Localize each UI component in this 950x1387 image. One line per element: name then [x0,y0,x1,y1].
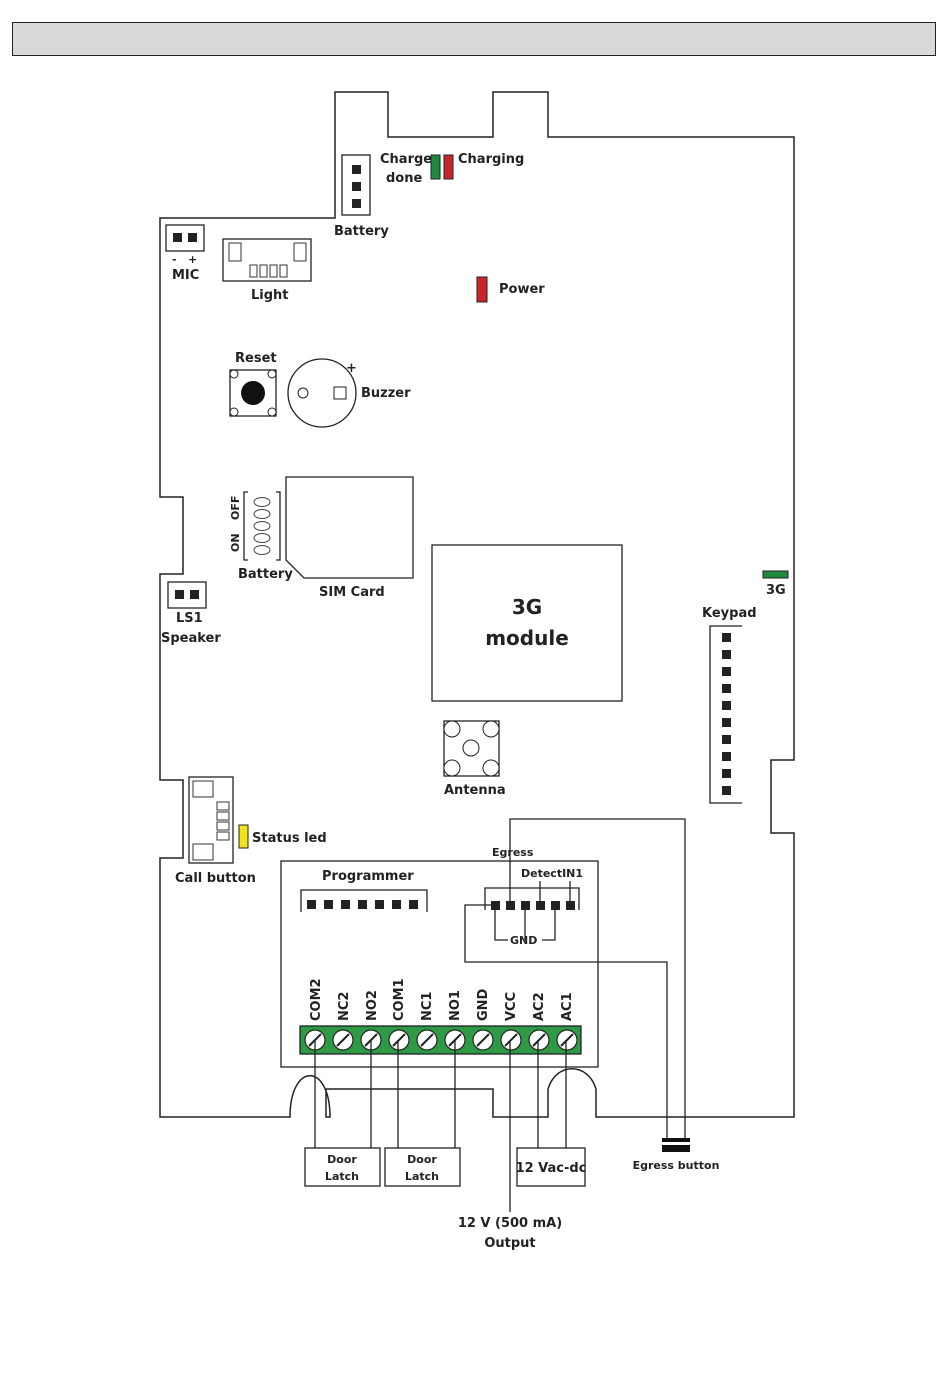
door-latch-1-label-b: Latch [325,1170,359,1183]
gnd-bracket [495,910,555,940]
charge-done-led [431,155,440,179]
call-button-connector [189,777,233,863]
keypad-connector [710,626,742,803]
charge-done-label-2: done [386,171,422,186]
terminal-label: NC2 [337,992,352,1021]
switch-on-label: ON [229,533,242,552]
charging-label: Charging [458,152,524,167]
terminal-label: VCC [504,992,519,1021]
ac-wires [538,1040,566,1148]
latch1-wires [315,1040,371,1148]
status-led-label: Status led [252,831,327,846]
terminal-label: NO1 [448,990,463,1021]
led-3g-label: 3G [766,583,786,598]
reset-label: Reset [235,351,277,366]
light-connector [223,239,311,281]
module-label-1: 3G [512,595,542,619]
power-input-label: 12 Vac-dc [516,1161,587,1176]
door-latch-2-label-b: Latch [405,1170,439,1183]
ls1-label: LS1 [176,611,203,626]
egress-button-bar [662,1138,690,1142]
power-label: Power [499,282,545,297]
charge-done-label-1: Charge [380,152,432,167]
egress-label: Egress [492,846,534,859]
output-label-1: 12 V (500 mA) [458,1216,562,1231]
mic-plus: + [188,253,197,266]
led-3g [763,571,788,578]
gnd-label: GND [510,934,537,947]
latch2-wires [398,1040,455,1148]
reset-button [230,370,276,416]
programmer-label: Programmer [322,869,414,884]
sim-card-label: SIM Card [319,585,385,600]
call-button-label: Call button [175,871,256,886]
battery-connector [342,155,370,215]
battery-switch-label: Battery [238,567,293,582]
terminal-labels: COM2 NC2 NO2 COM1 NC1 NO1 GND VCC AC2 AC… [309,978,575,1021]
module-3g [432,545,622,701]
egress-detect-connector [485,888,579,910]
terminal-label: GND [476,988,491,1021]
door-latch-1-label-a: Door [327,1153,357,1166]
power-led [477,277,487,302]
terminal-label: AC1 [560,992,575,1021]
terminal-label: NC1 [420,992,435,1021]
status-led [239,825,248,848]
light-label: Light [251,288,289,303]
antenna-label: Antenna [444,783,506,798]
keypad-label: Keypad [702,606,757,621]
mic-minus: - [172,253,177,266]
programmer-connector [301,890,427,912]
antenna-connector [444,721,499,776]
terminal-label: COM1 [392,978,407,1021]
speaker-label: Speaker [161,631,221,646]
mic-connector [166,225,204,251]
buzzer-plus: + [346,361,357,376]
sim-card-slot [286,477,413,578]
speaker-connector [168,582,206,608]
door-latch-2-label-a: Door [407,1153,437,1166]
buzzer-label: Buzzer [361,386,411,401]
mic-label: MIC [172,268,199,283]
switch-off-label: OFF [229,496,242,520]
output-label-2: Output [484,1236,535,1251]
detect-in1-label: DetectIN1 [521,867,583,880]
module-label-2: module [485,626,569,650]
egress-button-icon [662,1145,690,1152]
battery-top-label: Battery [334,224,389,239]
charging-led [444,155,453,179]
terminal-label: NO2 [365,990,380,1021]
egress-button-label: Egress button [633,1159,720,1172]
terminal-label: COM2 [309,978,324,1021]
terminal-label: AC2 [532,992,547,1021]
battery-switch [244,492,280,560]
